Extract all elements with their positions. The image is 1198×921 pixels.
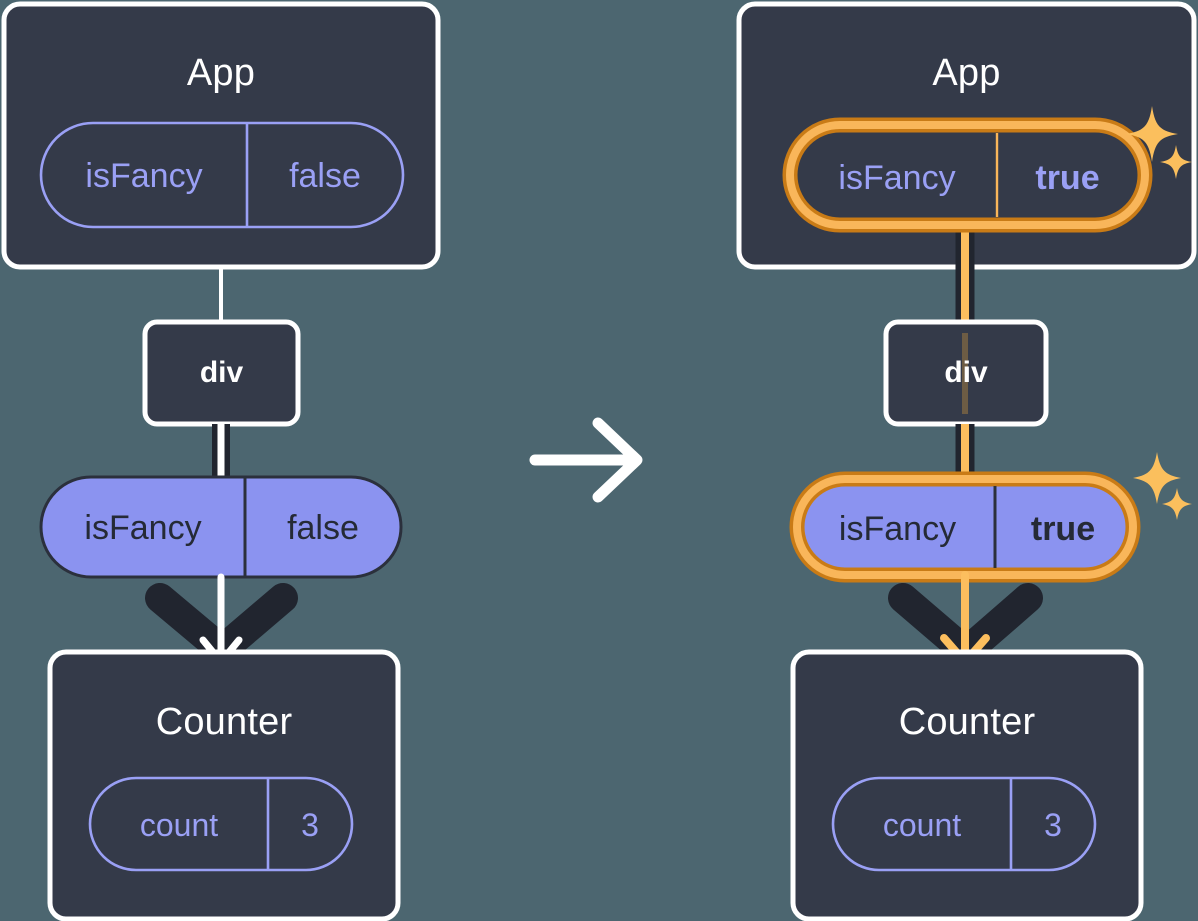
node-div-label-before: div [199, 356, 244, 389]
pill-prop-name-after: isFancy [838, 510, 957, 548]
pill-counter-state-name-before: count [139, 807, 219, 843]
pill-app-state-after [782, 117, 1153, 233]
arrow-prop-to-counter-after-orange [940, 571, 990, 666]
pill-counter-state-before [88, 776, 354, 872]
pill-app-state-name-after: isFancy [838, 159, 956, 197]
panel-title-counter-before: Counter [155, 701, 293, 743]
sparkle-icon-app-after [1126, 106, 1192, 179]
transition-arrow-right-icon [529, 417, 643, 503]
sparkle-icon-prop-after [1133, 452, 1192, 520]
pill-app-state-value-after: true [1035, 159, 1100, 197]
panel-title-app-before: App [186, 52, 256, 94]
pill-prop-name-before: isFancy [84, 509, 202, 547]
panel-title-counter-after: Counter [898, 701, 1036, 743]
pill-app-state-name-before: isFancy [85, 157, 203, 195]
panel-app-before [1, 1, 441, 270]
pill-app-state-value-before: false [289, 157, 361, 195]
pill-counter-state-name-after: count [882, 807, 962, 843]
panel-title-app-after: App [932, 52, 1001, 94]
pill-app-state-before [39, 121, 405, 229]
pill-prop-value-after: true [1030, 510, 1096, 548]
panel-counter-before [47, 649, 401, 921]
pill-prop-value-before: false [287, 509, 359, 547]
pill-counter-state-value-before: 3 [301, 807, 319, 843]
pill-counter-state-value-after: 3 [1044, 807, 1062, 843]
pill-counter-state-after [831, 776, 1097, 872]
panel-counter-after [790, 649, 1144, 921]
node-div-label-after: div [944, 356, 988, 389]
